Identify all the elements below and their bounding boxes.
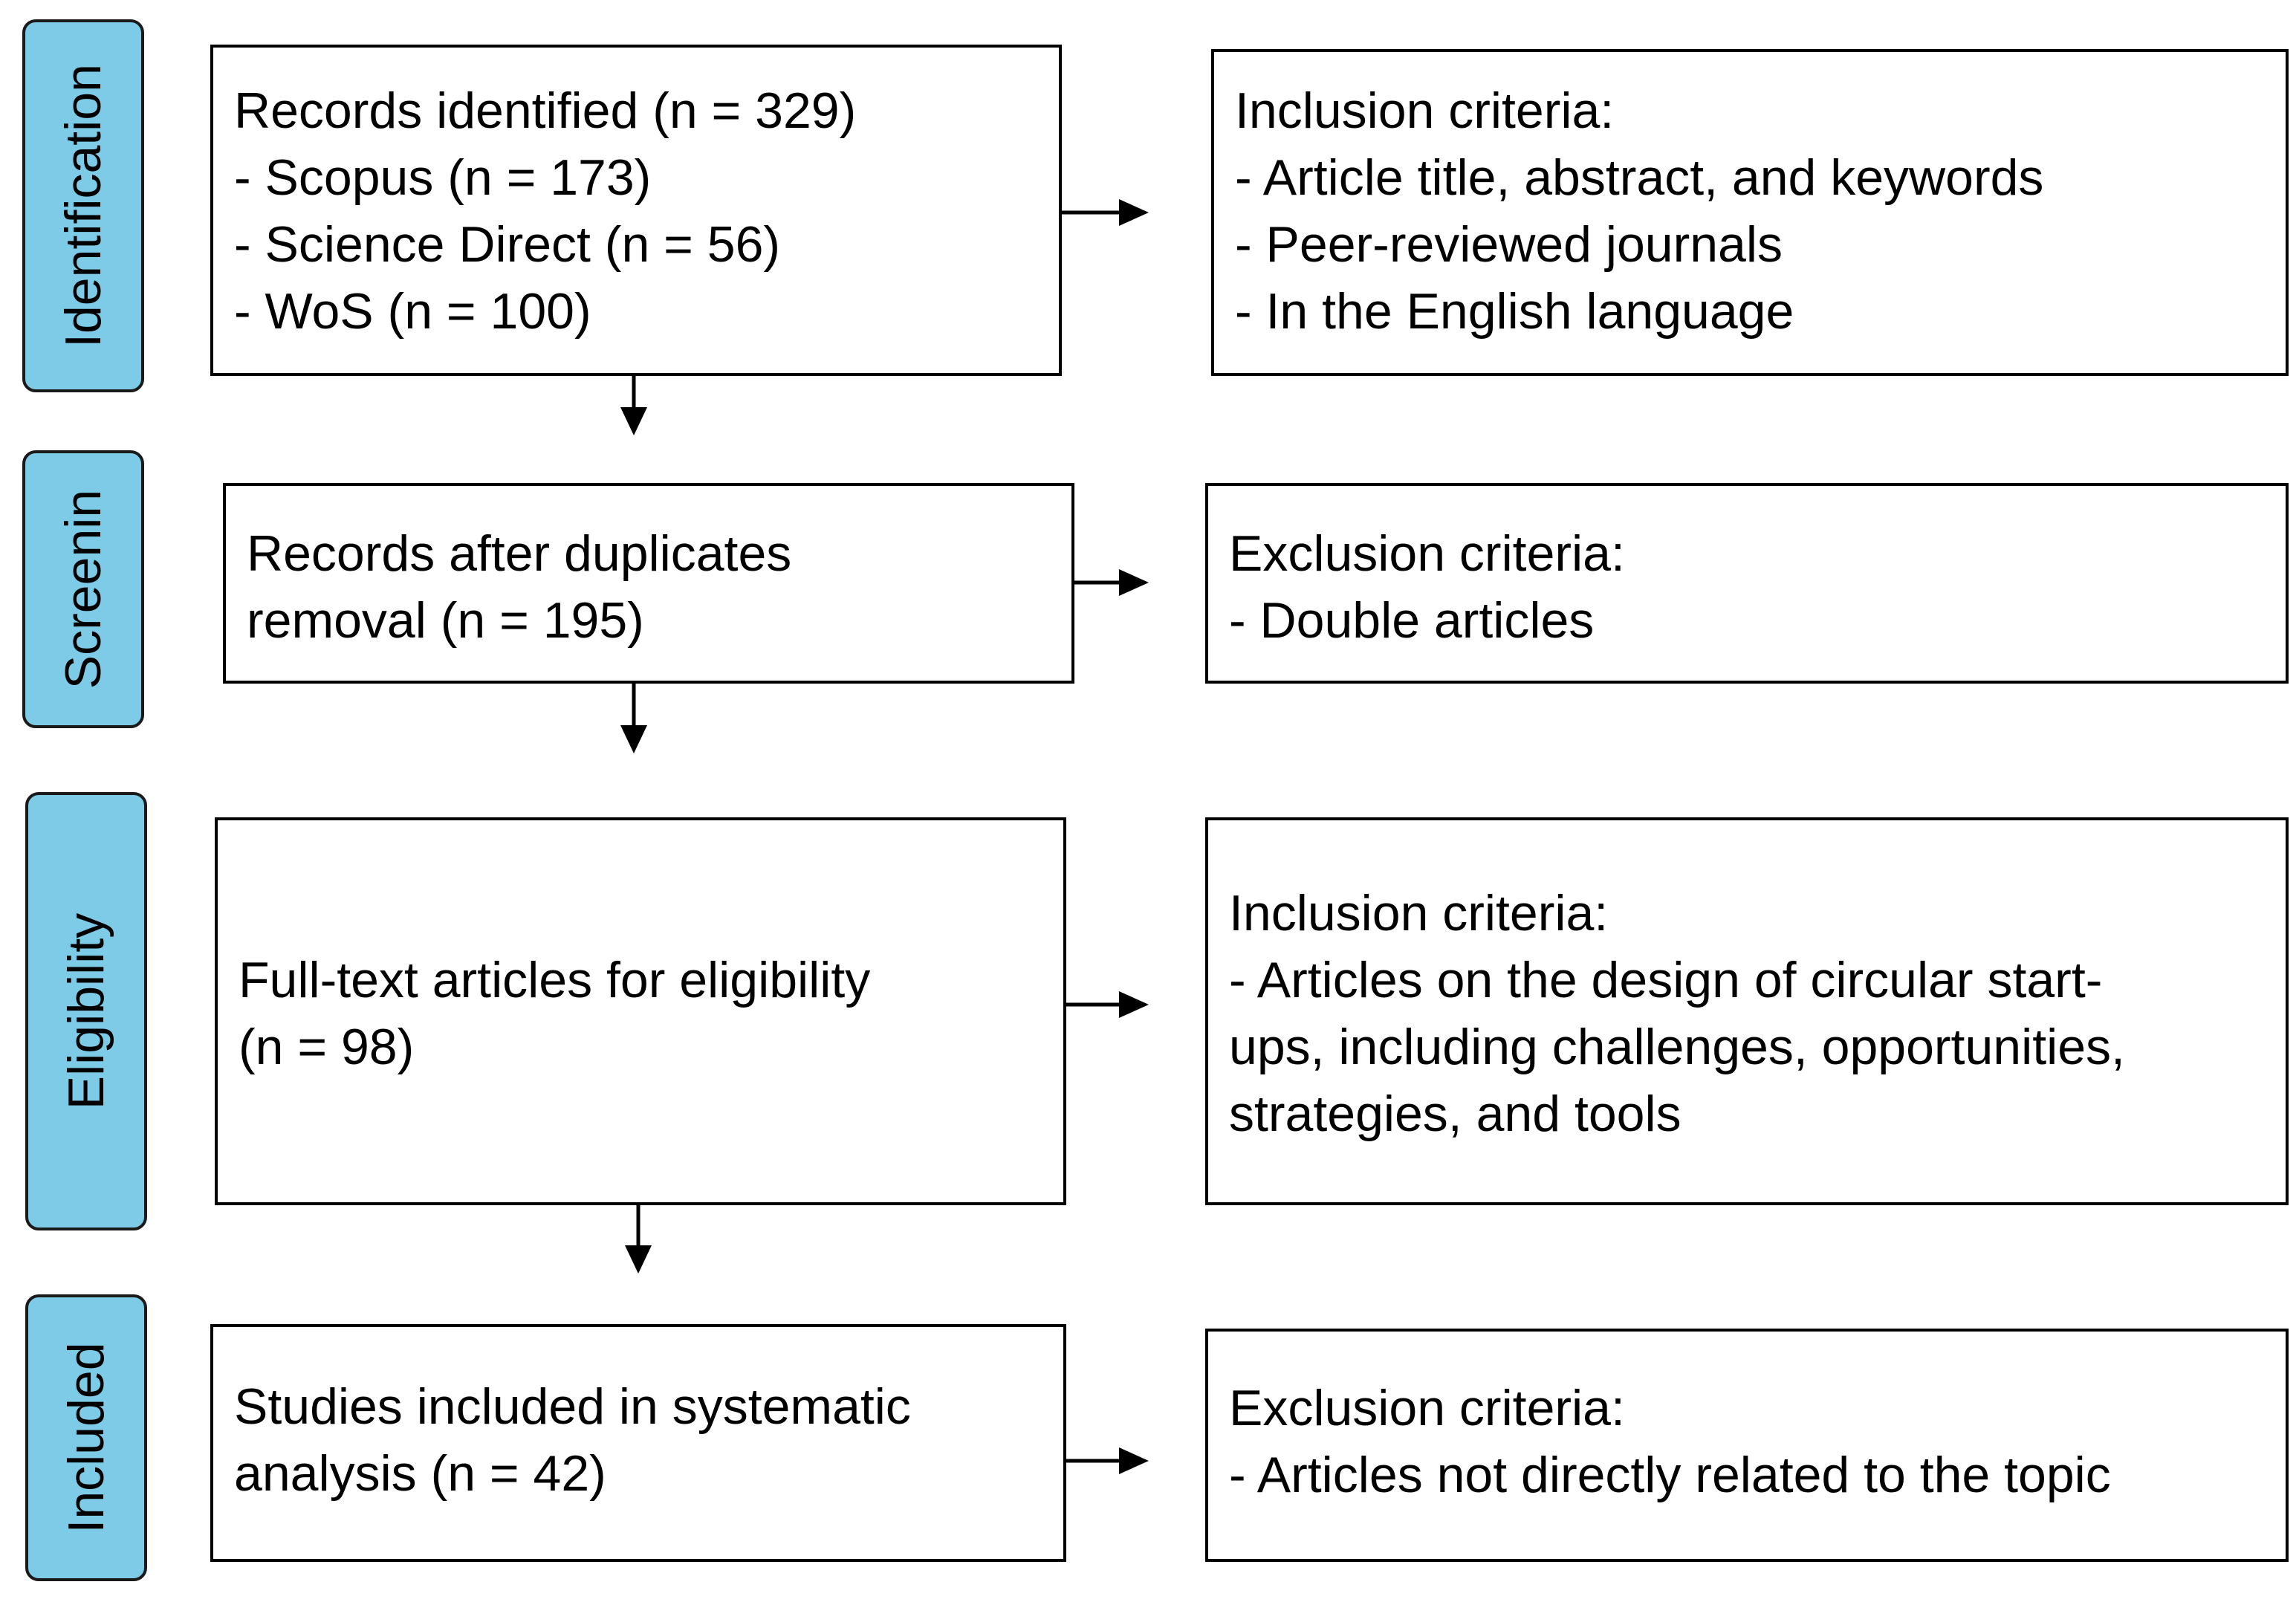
inclusion-criteria-box-1: Inclusion criteria: - Article title, abs…	[1211, 49, 2289, 376]
box-line: - Peer-reviewed journals	[1235, 216, 1783, 273]
arrow-right-3	[1066, 991, 1149, 1018]
stage-tab-eligibility: Eligibility	[25, 792, 147, 1230]
arrow-down-3	[625, 1205, 652, 1274]
arrow-right-4	[1066, 1447, 1149, 1474]
box-line: removal (n = 195)	[247, 592, 644, 649]
box-line: analysis (n = 42)	[234, 1445, 606, 1502]
box-line: Exclusion criteria:	[1229, 525, 1625, 582]
box-line: Studies included in systematic	[234, 1378, 911, 1435]
box-line: Inclusion criteria:	[1235, 82, 1615, 139]
box-line: (n = 98)	[239, 1019, 415, 1075]
arrow-right-1	[1062, 199, 1149, 226]
box-line: - Articles on the design of circular sta…	[1229, 952, 2103, 1008]
exclusion-criteria-box-1: Exclusion criteria: - Double articles	[1205, 483, 2289, 684]
box-line: Records after duplicates	[247, 525, 792, 582]
box-line: Full-text articles for eligibility	[239, 952, 871, 1008]
box-line: - Double articles	[1229, 592, 1595, 649]
records-after-duplicates-box: Records after duplicates removal (n = 19…	[223, 483, 1074, 684]
box-line: Exclusion criteria:	[1229, 1380, 1625, 1436]
stage-tab-included: Included	[25, 1294, 147, 1581]
studies-included-box: Studies included in systematic analysis …	[210, 1324, 1066, 1562]
exclusion-criteria-box-2: Exclusion criteria: - Articles not direc…	[1205, 1329, 2289, 1562]
stage-tab-identification: Identification	[22, 19, 144, 392]
arrow-right-2	[1074, 569, 1149, 596]
inclusion-criteria-box-2: Inclusion criteria: - Articles on the de…	[1205, 817, 2289, 1205]
box-line: - Science Direct (n = 56)	[234, 216, 781, 273]
stage-tab-screening: Screenin	[22, 450, 144, 728]
box-line: Inclusion criteria:	[1229, 885, 1609, 941]
box-line: - Articles not directly related to the t…	[1229, 1447, 2111, 1503]
full-text-articles-box: Full-text articles for eligibility (n = …	[215, 817, 1066, 1205]
box-line: strategies, and tools	[1229, 1086, 1682, 1142]
box-line: - In the English language	[1235, 283, 1794, 340]
box-line: - Scopus (n = 173)	[234, 149, 652, 206]
records-identified-box: Records identified (n = 329) - Scopus (n…	[210, 45, 1062, 376]
arrow-down-2	[620, 684, 647, 753]
box-line: - Article title, abstract, and keywords	[1235, 149, 2044, 206]
box-line: Records identified (n = 329)	[234, 82, 857, 139]
arrow-down-1	[620, 376, 647, 435]
box-line: - WoS (n = 100)	[234, 283, 591, 340]
box-line: ups, including challenges, opportunities…	[1229, 1019, 2125, 1075]
